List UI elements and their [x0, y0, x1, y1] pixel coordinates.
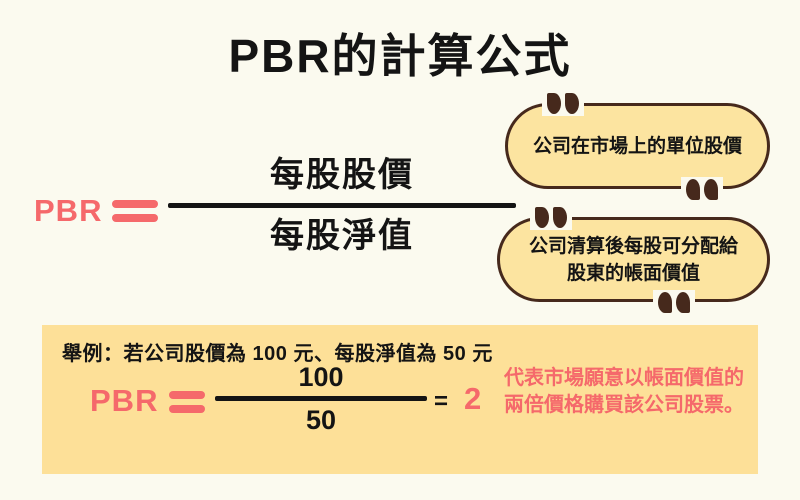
callout-denominator: 公司清算後每股可分配給 股東的帳面價值	[497, 205, 770, 315]
example-box: 舉例：若公司股價為 100 元、每股淨值為 50 元 PBR 100 50 = …	[42, 325, 758, 474]
example-numerator: 100	[298, 362, 344, 392]
equals-icon	[112, 200, 158, 222]
example-result-value: 2	[464, 381, 482, 416]
open-quote-icon	[542, 91, 584, 116]
page-title: PBR的計算公式	[228, 30, 572, 82]
formula-numerator: 每股股價	[270, 156, 414, 194]
example-note-text: 代表市場願意以帳面價值的 兩倍價格購買該公司股票。	[504, 367, 744, 416]
example-lhs-label: PBR	[90, 383, 159, 418]
formula-lhs-label: PBR	[34, 193, 103, 228]
example-equals-sign: =	[434, 388, 449, 415]
fraction-bar	[168, 203, 516, 208]
fraction-bar	[215, 396, 427, 401]
equals-bar-top	[112, 200, 158, 208]
open-quote-icon	[530, 205, 572, 230]
equals-bar-top	[169, 391, 205, 399]
equals-icon	[169, 391, 205, 413]
example-fraction: 100 50	[215, 363, 427, 434]
formula-fraction: 每股股價 每股淨值	[168, 150, 516, 261]
close-quote-icon	[681, 177, 723, 202]
formula-denominator: 每股淨值	[270, 217, 414, 255]
callout-numerator-text: 公司在市場上的單位股價	[532, 135, 742, 157]
callout-numerator: 公司在市場上的單位股價	[505, 91, 770, 202]
equals-bar-bottom	[169, 405, 205, 413]
callout-denominator-text: 公司清算後每股可分配給 股東的帳面價值	[528, 235, 738, 284]
close-quote-icon	[653, 290, 695, 315]
example-intro-text: 舉例：若公司股價為 100 元、每股淨值為 50 元	[62, 343, 493, 365]
example-denominator: 50	[305, 405, 337, 435]
equals-bar-bottom	[112, 214, 158, 222]
